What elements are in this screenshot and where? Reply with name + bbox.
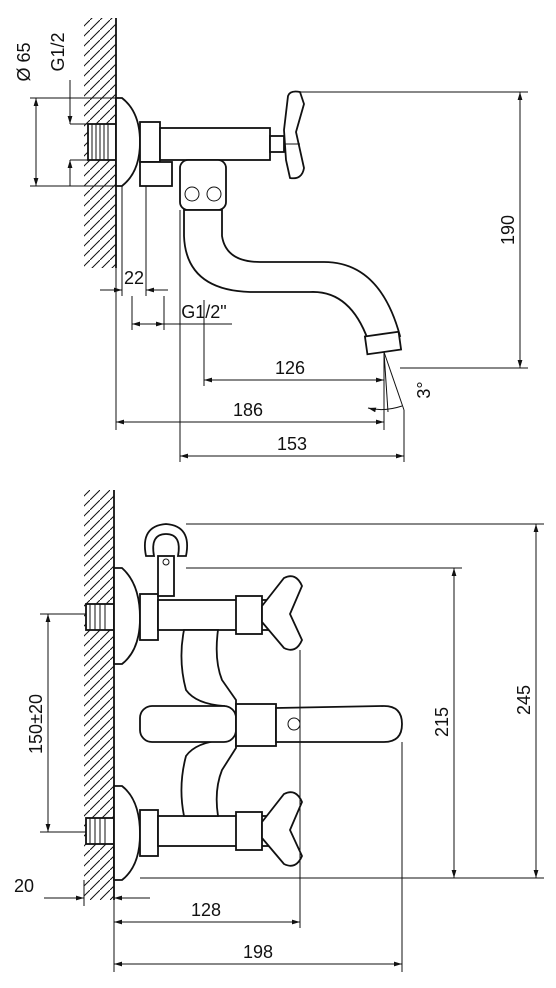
escutcheon-lower: [113, 785, 141, 881]
spindle-top: [269, 135, 285, 153]
spout-outlet-front: [275, 705, 403, 743]
escutcheon-top: [115, 97, 141, 187]
escutcheon-upper: [113, 567, 141, 665]
dim-h245-label: 245: [514, 685, 534, 715]
body-bottom-top: [139, 161, 173, 187]
wall-pipe-top: [87, 123, 117, 161]
spout-front: [139, 705, 237, 743]
shower-holder: [144, 523, 188, 557]
dim-w22-label: 22: [124, 268, 144, 288]
spout-swivel-top: [179, 159, 227, 211]
dim-d65-label: Ø 65: [14, 42, 34, 81]
dim-h190-label: 190: [498, 215, 518, 245]
dim-w186-label: 186: [233, 400, 263, 420]
handle-top: [283, 90, 305, 180]
dim-angle3-label: 3°: [414, 381, 434, 398]
nut-upper: [139, 593, 159, 641]
handle-upper: [261, 575, 303, 651]
dim-h215-label: 215: [432, 707, 452, 737]
dim-w153-label: 153: [277, 434, 307, 454]
handle-lower: [261, 791, 303, 867]
dim-g12-wall-label: G1/2: [48, 32, 68, 71]
dim-w126-label: 126: [275, 358, 305, 378]
aerator-top: [363, 330, 403, 356]
dim-w128-label: 128: [191, 900, 221, 920]
top-view: Ø 65 G1/2 190 22 G1/2" 126 3°: [14, 18, 528, 462]
mixer-body-front: [180, 629, 237, 817]
dim-c150-label: 150±20: [26, 694, 46, 754]
front-view: 150±20 215 245 20 128 198: [14, 490, 544, 972]
dim-w20-label: 20: [14, 876, 34, 896]
nut-lower: [139, 809, 159, 857]
dim-w198-label: 198: [243, 942, 273, 962]
mixer-body-top: [159, 127, 271, 161]
eccentric-nut-top: [139, 121, 161, 163]
